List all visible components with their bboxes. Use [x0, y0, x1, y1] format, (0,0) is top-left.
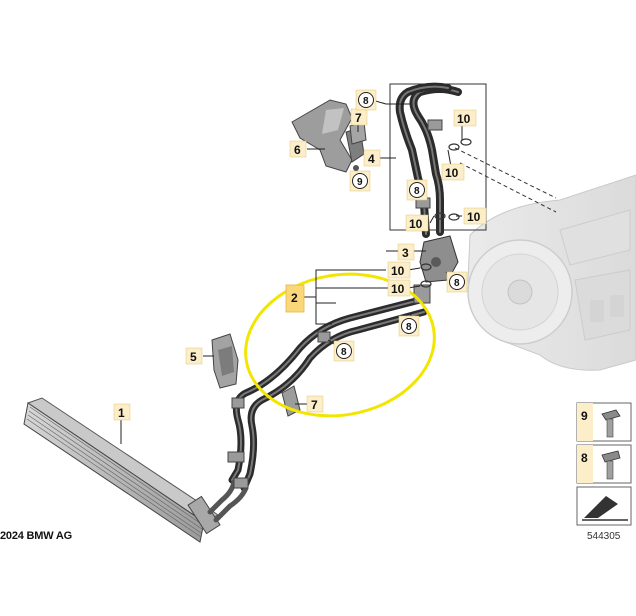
connector-block-part-3 — [413, 235, 459, 304]
svg-text:10: 10 — [391, 282, 405, 296]
svg-text:4: 4 — [368, 152, 375, 166]
callout-8-circle-mid: 8 — [406, 179, 428, 201]
svg-text:5: 5 — [190, 350, 197, 364]
callout-9-circle: 9 — [349, 170, 371, 192]
svg-text:6: 6 — [294, 143, 301, 157]
svg-text:8: 8 — [581, 451, 588, 465]
callout-4: 4 — [363, 149, 381, 167]
svg-text:7: 7 — [355, 111, 362, 125]
svg-text:8: 8 — [414, 186, 420, 197]
callout-6: 6 — [289, 140, 307, 158]
callout-10-b: 10 — [441, 163, 465, 181]
copyright-text: 2024 BMW AG — [0, 530, 72, 542]
svg-text:10: 10 — [409, 217, 423, 231]
callout-8-circle-right: 8 — [446, 271, 468, 293]
leader-lines — [120, 99, 463, 444]
document-number: 544305 — [587, 531, 621, 542]
callout-8-circle-hose-right: 8 — [398, 315, 420, 337]
svg-text:2: 2 — [291, 291, 298, 305]
svg-text:9: 9 — [581, 409, 588, 423]
upper-pipe-pair — [395, 82, 462, 238]
callout-10-e: 10 — [387, 261, 411, 279]
o-rings-part-10 — [420, 138, 472, 288]
svg-text:8: 8 — [406, 322, 412, 333]
svg-text:8: 8 — [341, 347, 347, 358]
svg-text:7: 7 — [311, 398, 318, 412]
lower-hose-pair — [207, 296, 428, 523]
svg-text:10: 10 — [467, 210, 481, 224]
svg-text:10: 10 — [391, 264, 405, 278]
callout-1: 1 — [113, 403, 131, 421]
svg-text:1: 1 — [118, 406, 125, 420]
upper-bracket-part-4-6 — [291, 99, 365, 173]
callout-2-highlighted: 2 — [285, 284, 305, 313]
svg-text:9: 9 — [357, 177, 363, 188]
callout-7-lower: 7 — [306, 395, 324, 413]
callout-7-upper: 7 — [350, 108, 368, 126]
callout-8-circle-hose-left: 8 — [333, 340, 355, 362]
svg-text:10: 10 — [457, 112, 471, 126]
svg-text:8: 8 — [363, 96, 369, 107]
axis-dashed-lines — [454, 147, 557, 213]
callout-10-d: 10 — [463, 207, 487, 225]
callout-3: 3 — [397, 243, 415, 261]
highlight-ellipse — [244, 272, 436, 418]
bracket-part-5 — [211, 333, 239, 389]
legend-bolt-8: 8 — [576, 444, 632, 484]
transmission-illustration — [467, 174, 636, 371]
svg-text:3: 3 — [402, 246, 409, 260]
legend-bolt-9: 9 — [576, 402, 632, 442]
callout-10-a: 10 — [453, 109, 477, 127]
oil-cooler-radiator — [23, 397, 221, 543]
svg-text:8: 8 — [454, 278, 460, 289]
callout-10-c: 10 — [405, 214, 429, 232]
callout-10-f: 10 — [387, 279, 411, 297]
callout-8-circle-top: 8 — [355, 89, 377, 111]
legend-direction-arrow — [576, 486, 632, 526]
callout-5: 5 — [185, 347, 203, 365]
svg-text:10: 10 — [445, 166, 459, 180]
